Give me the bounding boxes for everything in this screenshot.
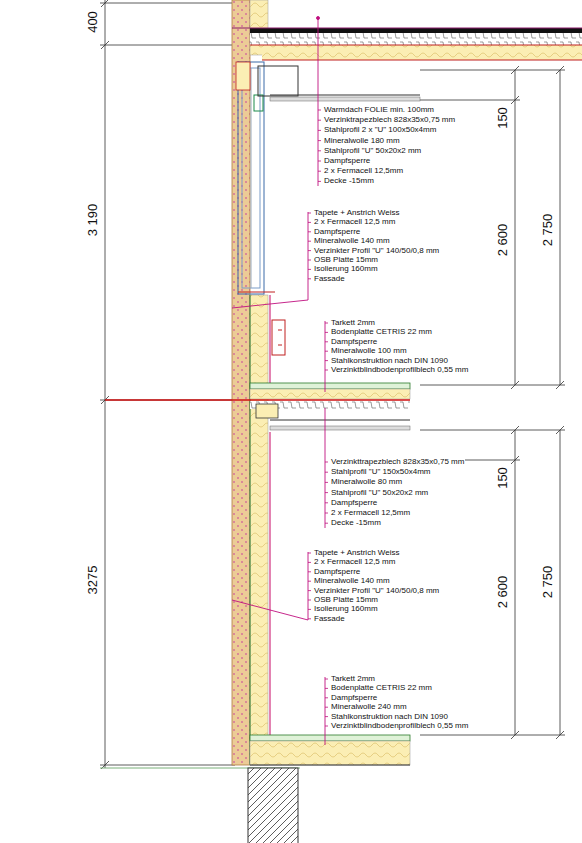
leader-tick — [325, 323, 328, 324]
leader-tick — [325, 360, 328, 361]
layer-note: Fassade — [313, 275, 346, 283]
layer-note: Verzinktblindbodenprofilblech 0,55 mm — [330, 366, 469, 374]
layer-note: Verzinktrapezblech 828x35x0,75 mm — [323, 116, 456, 124]
layer-note: Bodenplatte CETRIS 22 mm — [330, 684, 433, 692]
layer-note: Dampfsperre — [323, 157, 371, 165]
layer-note: Stahlprofil 2 x "U" 100x50x4mm — [323, 126, 437, 134]
leader-tick — [308, 609, 311, 610]
dimension-text: 2 600 — [496, 574, 509, 611]
leader-tick — [308, 553, 311, 554]
leader-tick — [308, 600, 311, 601]
layer-note: Isolierung 160mm — [313, 265, 379, 273]
dimension-text: 2 750 — [541, 564, 554, 601]
layer-note: Stahlprofil "U" 50x20x2 mm — [323, 147, 422, 155]
dimension-text: 150 — [496, 465, 509, 491]
leader-tick — [308, 562, 311, 563]
layer-note: Dampfsperre — [313, 568, 361, 576]
layer-note: Mineralwolle 80 mm — [330, 478, 403, 486]
layer-note: Stahlkonstruktion nach DIN 1090 — [330, 357, 449, 365]
leader-tick — [325, 726, 328, 727]
leader-tick — [325, 679, 328, 680]
leader-tick — [325, 472, 328, 473]
leader-tick — [318, 140, 321, 141]
layer-note: Fassade — [313, 615, 346, 623]
layer-note: Dampfsperre — [330, 694, 378, 702]
leader-tick — [318, 130, 321, 131]
leader-tick — [318, 171, 321, 172]
layer-note: Dampfsperre — [313, 228, 361, 236]
leader-tick — [308, 618, 311, 619]
leader-tick — [308, 241, 311, 242]
dimension-text: 400 — [86, 9, 99, 35]
leader-tick — [325, 716, 328, 717]
leader-tick — [325, 341, 328, 342]
layer-note: Mineralwolle 100 mm — [330, 347, 408, 355]
leader-tick — [308, 278, 311, 279]
layer-note: OSB Platte 15mm — [313, 256, 379, 264]
layer-note: Stahlprofil "U" 50x20x2 mm — [330, 489, 429, 497]
layer-note: 2 x Fermacell 12,5mm — [330, 509, 411, 517]
dimension-text: 3275 — [86, 564, 99, 597]
dimension-text: 3 190 — [86, 202, 99, 239]
layer-note: OSB Platte 15mm — [313, 596, 379, 604]
layer-note: Verzinktblindbodenprofilblech 0,55 mm — [330, 722, 469, 730]
layer-note: Dampfsperre — [330, 499, 378, 507]
leader-tick — [318, 161, 321, 162]
leader-tick — [308, 250, 311, 251]
layer-note: Decke -15mm — [323, 177, 375, 185]
layer-note: Mineralwolle 140 mm — [313, 577, 391, 585]
leader-tick — [325, 707, 328, 708]
leader-tick — [325, 492, 328, 493]
leader-tick — [318, 181, 321, 182]
dimension-text: 2 600 — [496, 222, 509, 259]
layer-note: Tapete + Anstrich Weiss — [313, 209, 400, 217]
layer-note: Decke -15mm — [330, 519, 382, 527]
leader-tick — [308, 590, 311, 591]
layer-note: Verzinkttrapezblech 828x35x0,75 mm — [330, 458, 465, 466]
leader-tick — [308, 231, 311, 232]
layer-note: Dampfsperre — [330, 338, 378, 346]
leader-tick — [308, 581, 311, 582]
leader-tick — [325, 523, 328, 524]
layer-note: Mineralwolle 180 mm — [323, 137, 401, 145]
layer-note: Isolierung 160mm — [313, 605, 379, 613]
leader-tick — [318, 120, 321, 121]
dimension-text: 2 750 — [541, 212, 554, 249]
leader-tick — [325, 502, 328, 503]
leader-tick — [325, 332, 328, 333]
layer-note: Tarkett 2mm — [330, 675, 376, 683]
leader-tick — [325, 462, 328, 463]
layer-note: Tarkett 2mm — [330, 319, 376, 327]
layer-note: Verzinkter Profil "U" 140/50/0,8 mm — [313, 587, 440, 595]
layer-note: Stahlkonstruktion nach DIN 1090 — [330, 713, 449, 721]
leader-tick — [325, 482, 328, 483]
leader-tick — [325, 370, 328, 371]
layer-note: 2 x Fermacell 12,5mm — [323, 167, 404, 175]
dimension-text: 150 — [496, 105, 509, 131]
layer-note: Mineralwolle 140 mm — [313, 237, 391, 245]
layer-note: Stahlprofil "U" 150x50x4mm — [330, 468, 432, 476]
layer-note: Warmdach FOLIE min. 100mm — [323, 106, 435, 114]
layer-note: Verzinkter Profil "U" 140/50/0,8 mm — [313, 247, 440, 255]
layer-note: Bodenplatte CETRIS 22 mm — [330, 328, 433, 336]
leader-tick — [308, 260, 311, 261]
leader-tick — [318, 150, 321, 151]
leader-tick — [325, 697, 328, 698]
layer-note: Mineralwolle 240 mm — [330, 703, 408, 711]
leader-tick — [318, 110, 321, 111]
leader-tick — [308, 213, 311, 214]
leader-tick — [308, 222, 311, 223]
layer-note: Tapete + Anstrich Weiss — [313, 549, 400, 557]
layer-note: 2 x Fermacell 12,5 mm — [313, 558, 396, 566]
leader-tick — [325, 351, 328, 352]
layer-note: 2 x Fermacell 12,5 mm — [313, 218, 396, 226]
leader-tick — [308, 571, 311, 572]
leader-tick — [325, 513, 328, 514]
leader-tick — [308, 269, 311, 270]
leader-tick — [325, 688, 328, 689]
